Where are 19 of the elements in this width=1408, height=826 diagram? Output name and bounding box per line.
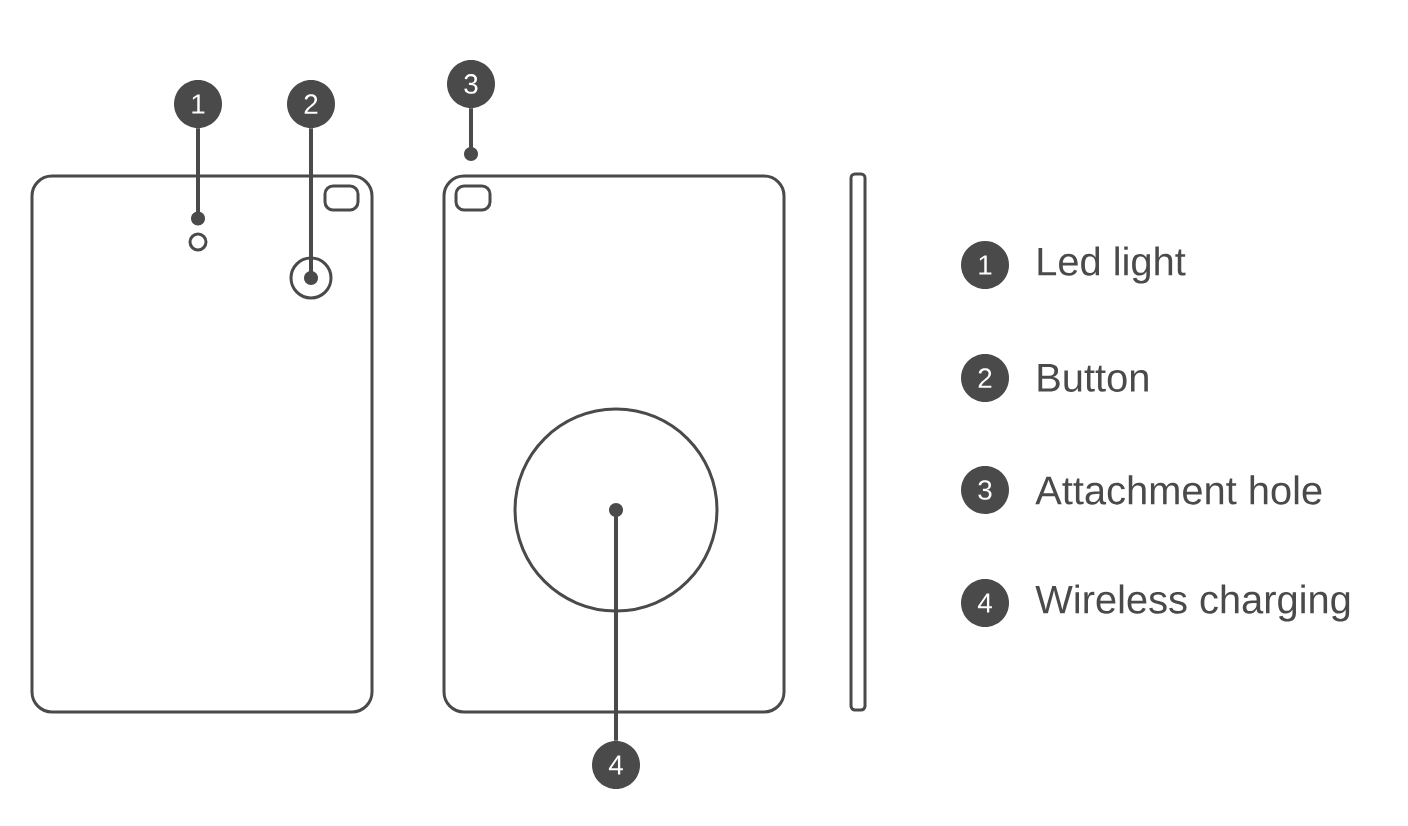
charging-coil <box>513 407 719 613</box>
leader-line <box>191 128 205 226</box>
legend-text: Attachment hole <box>1035 475 1322 505</box>
leader-line <box>609 503 623 741</box>
callout-number: 3 <box>961 466 1009 514</box>
callout-number: 1 <box>174 80 222 128</box>
callout-number: 4 <box>592 741 640 789</box>
legend-text: Wireless charging <box>1035 584 1350 622</box>
callout-number: 2 <box>287 80 335 128</box>
leader-line <box>304 128 318 285</box>
legend-text: Led light <box>1038 246 1186 284</box>
leader-line <box>464 108 478 161</box>
callout-number: 1 <box>961 241 1009 289</box>
led-ring <box>188 232 208 252</box>
button-ring <box>289 256 333 300</box>
callout-number: 2 <box>961 354 1009 402</box>
callout-number: 4 <box>961 579 1009 627</box>
callout-number: 3 <box>447 60 495 108</box>
legend-text: Button <box>1038 364 1148 392</box>
